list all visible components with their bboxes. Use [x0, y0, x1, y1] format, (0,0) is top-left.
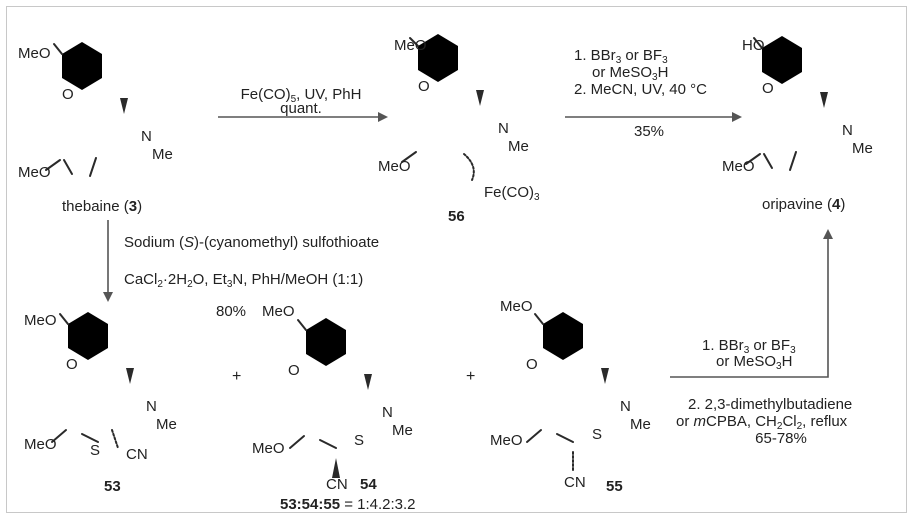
- c53-n: N: [146, 398, 157, 415]
- plus-1: +: [232, 368, 242, 385]
- compound-53-structure: [51, 312, 154, 452]
- oripavine-n: N: [842, 122, 853, 139]
- arrow-thebaine-to-56: [218, 112, 388, 122]
- oripavine-ho: HO: [742, 37, 765, 54]
- oripavine-caption: oripavine (4): [762, 196, 846, 213]
- compound-54-structure: [289, 318, 392, 478]
- c55-n: N: [620, 398, 631, 415]
- c56-ome-top: MeO: [394, 37, 427, 54]
- arrow2-yield: 35%: [633, 123, 665, 140]
- arrow3-conditions-line1: Sodium (S)-(cyanomethyl) sulfothioate: [124, 234, 380, 251]
- c54-o: O: [288, 362, 300, 379]
- arrow-thebaine-to-products: [103, 220, 113, 302]
- mixture-yield: 80%: [216, 303, 247, 320]
- c53-o: O: [66, 356, 78, 373]
- c55-me: Me: [630, 416, 651, 433]
- compound-56-structure: [401, 34, 504, 181]
- c54-n: N: [382, 404, 393, 421]
- c56-ome-bottom: MeO: [378, 158, 411, 175]
- oripavine-me: Me: [852, 140, 873, 157]
- c53-ome-top: MeO: [24, 312, 57, 329]
- arrow2-conditions-line1: 1. BBr3 or BF3: [574, 47, 668, 66]
- c56-fe: Fe(CO)3: [484, 184, 540, 203]
- c55-ome-bottom: MeO: [490, 432, 523, 449]
- c55-ome-top: MeO: [500, 298, 533, 315]
- thebaine-me: Me: [152, 146, 173, 163]
- arrow4-conditions-line1: 1. BBr3 or BF3: [702, 337, 796, 356]
- arrow-56-to-oripavine: [565, 112, 742, 122]
- c56-me: Me: [508, 138, 529, 155]
- thebaine-caption: thebaine (3): [62, 198, 143, 215]
- c54-ome-top: MeO: [262, 303, 295, 320]
- thebaine-ome-top: MeO: [18, 45, 51, 62]
- c53-s: S: [90, 442, 101, 459]
- c54-cn: CN: [326, 476, 348, 493]
- c54-number: 54: [360, 476, 377, 493]
- arrow1-conditions-line1: Fe(CO)5, UV, PhH: [240, 86, 362, 105]
- arrow2-conditions-line3: 2. MeCN, UV, 40 °C: [574, 81, 707, 98]
- ratio-caption: 53:54:55 = 1:4.2:3.2: [280, 496, 416, 513]
- c55-s: S: [592, 426, 603, 443]
- arrow2-conditions-line2: or MeSO3H: [592, 64, 669, 83]
- scheme-frame: [6, 6, 907, 513]
- c53-ome-bottom: MeO: [24, 436, 57, 453]
- oripavine-o: O: [762, 80, 774, 97]
- thebaine-ome-bottom: MeO: [18, 164, 51, 181]
- oripavine-structure: [745, 36, 848, 176]
- oripavine-ome-bottom: MeO: [722, 158, 755, 175]
- thebaine-structure: [45, 42, 148, 182]
- c54-s: S: [354, 432, 365, 449]
- c53-me: Me: [156, 416, 177, 433]
- c53-number: 53: [104, 478, 121, 495]
- arrow3-conditions-line2: CaCl2·2H2O, Et3N, PhH/MeOH (1:1): [124, 271, 364, 290]
- c55-cn: CN: [564, 474, 586, 491]
- arrow4-conditions-line2: or MeSO3H: [716, 353, 793, 372]
- arrow1-conditions-line2: quant.: [280, 100, 322, 117]
- thebaine-n: N: [141, 128, 152, 145]
- arrow4-yield: 65-78%: [755, 430, 807, 447]
- arrow4-conditions-line3: 2. 2,3-dimethylbutadiene: [688, 396, 853, 413]
- arrow4-conditions-line4: or mCPBA, CH2Cl2, reflux: [676, 413, 848, 432]
- arrow-products-to-oripavine: [670, 229, 833, 378]
- plus-2: +: [466, 368, 476, 385]
- thebaine-o: O: [62, 86, 74, 103]
- compound-55-structure: [526, 312, 629, 473]
- c54-me: Me: [392, 422, 413, 439]
- c56-number: 56: [448, 208, 465, 225]
- c56-n: N: [498, 120, 509, 137]
- c55-o: O: [526, 356, 538, 373]
- c53-cn: CN: [126, 446, 148, 463]
- c54-ome-bottom: MeO: [252, 440, 285, 457]
- c56-o: O: [418, 78, 430, 95]
- c55-number: 55: [606, 478, 623, 495]
